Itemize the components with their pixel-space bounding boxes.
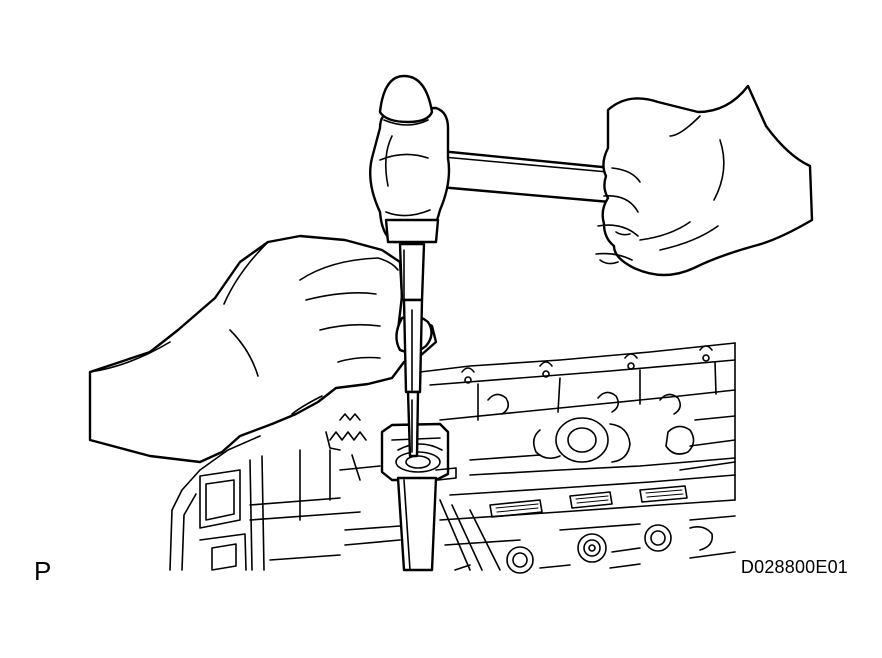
- corner-mark-label: P: [34, 556, 52, 586]
- plug-fittings: [506, 524, 714, 574]
- right-hand: [595, 84, 814, 277]
- left-hand: [88, 234, 438, 464]
- hammer: [369, 74, 620, 244]
- shaft-rod: [396, 476, 501, 572]
- figure-code-label: D028800E01: [740, 557, 848, 577]
- pin-punch: [398, 242, 426, 458]
- valve-clip: [380, 422, 457, 482]
- valve-body-block: [419, 342, 736, 574]
- valve-body-left: [169, 413, 401, 571]
